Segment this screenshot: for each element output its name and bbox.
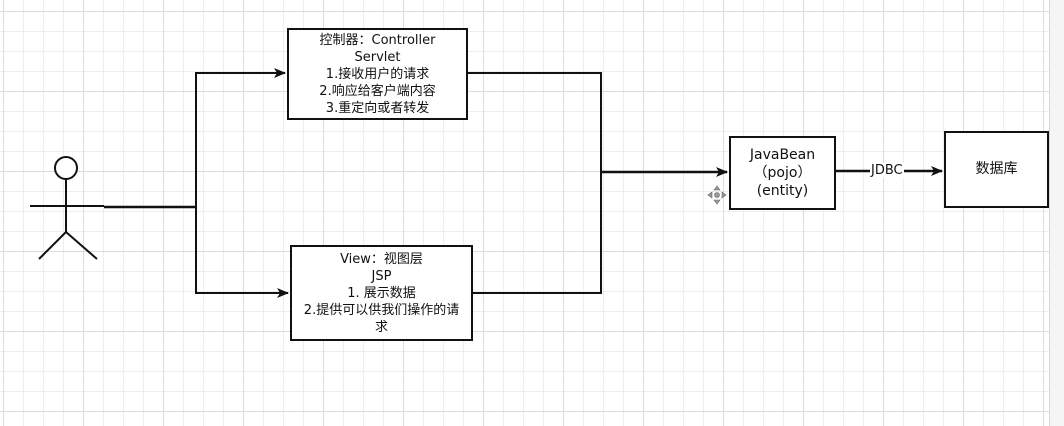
javabean-title: JavaBean <box>749 147 816 163</box>
view-title: View：视图层 <box>340 251 423 267</box>
edge-view-to-javabean <box>473 171 602 294</box>
view-subtitle: JSP <box>371 268 392 284</box>
javabean-pojo: （pojo） <box>753 165 812 181</box>
edge-controller-to-javabean <box>468 72 602 171</box>
view-box[interactable]: View：视图层 JSP 1. 展示数据 2.提供可以供我们操作的请 求 <box>290 245 473 341</box>
canvas-right-edge <box>1049 0 1064 426</box>
edge-to-controller <box>195 68 286 207</box>
controller-item-1: 1.接收用户的请求 <box>325 66 430 82</box>
view-item-2-continued: 求 <box>374 319 388 335</box>
controller-item-2: 2.响应给客户端内容 <box>319 83 436 99</box>
controller-item-3: 3.重定向或者转发 <box>325 100 430 116</box>
javabean-box[interactable]: JavaBean （pojo） (entity) <box>729 136 836 210</box>
view-item-1: 1. 展示数据 <box>347 285 416 301</box>
database-label: 数据库 <box>975 161 1018 177</box>
controller-title: 控制器：Controller <box>319 32 436 48</box>
view-item-2: 2.提供可以供我们操作的请 <box>303 302 460 318</box>
edge-to-view <box>195 207 289 298</box>
database-box[interactable]: 数据库 <box>944 131 1049 208</box>
javabean-entity: (entity) <box>756 183 809 199</box>
controller-box[interactable]: 控制器：Controller Servlet 1.接收用户的请求 2.响应给客户… <box>287 28 468 120</box>
user-stick-figure-icon[interactable] <box>30 156 104 260</box>
jdbc-edge-label[interactable]: JDBC <box>870 163 904 178</box>
controller-subtitle: Servlet <box>354 49 401 65</box>
move-handle-icon[interactable] <box>707 185 727 205</box>
